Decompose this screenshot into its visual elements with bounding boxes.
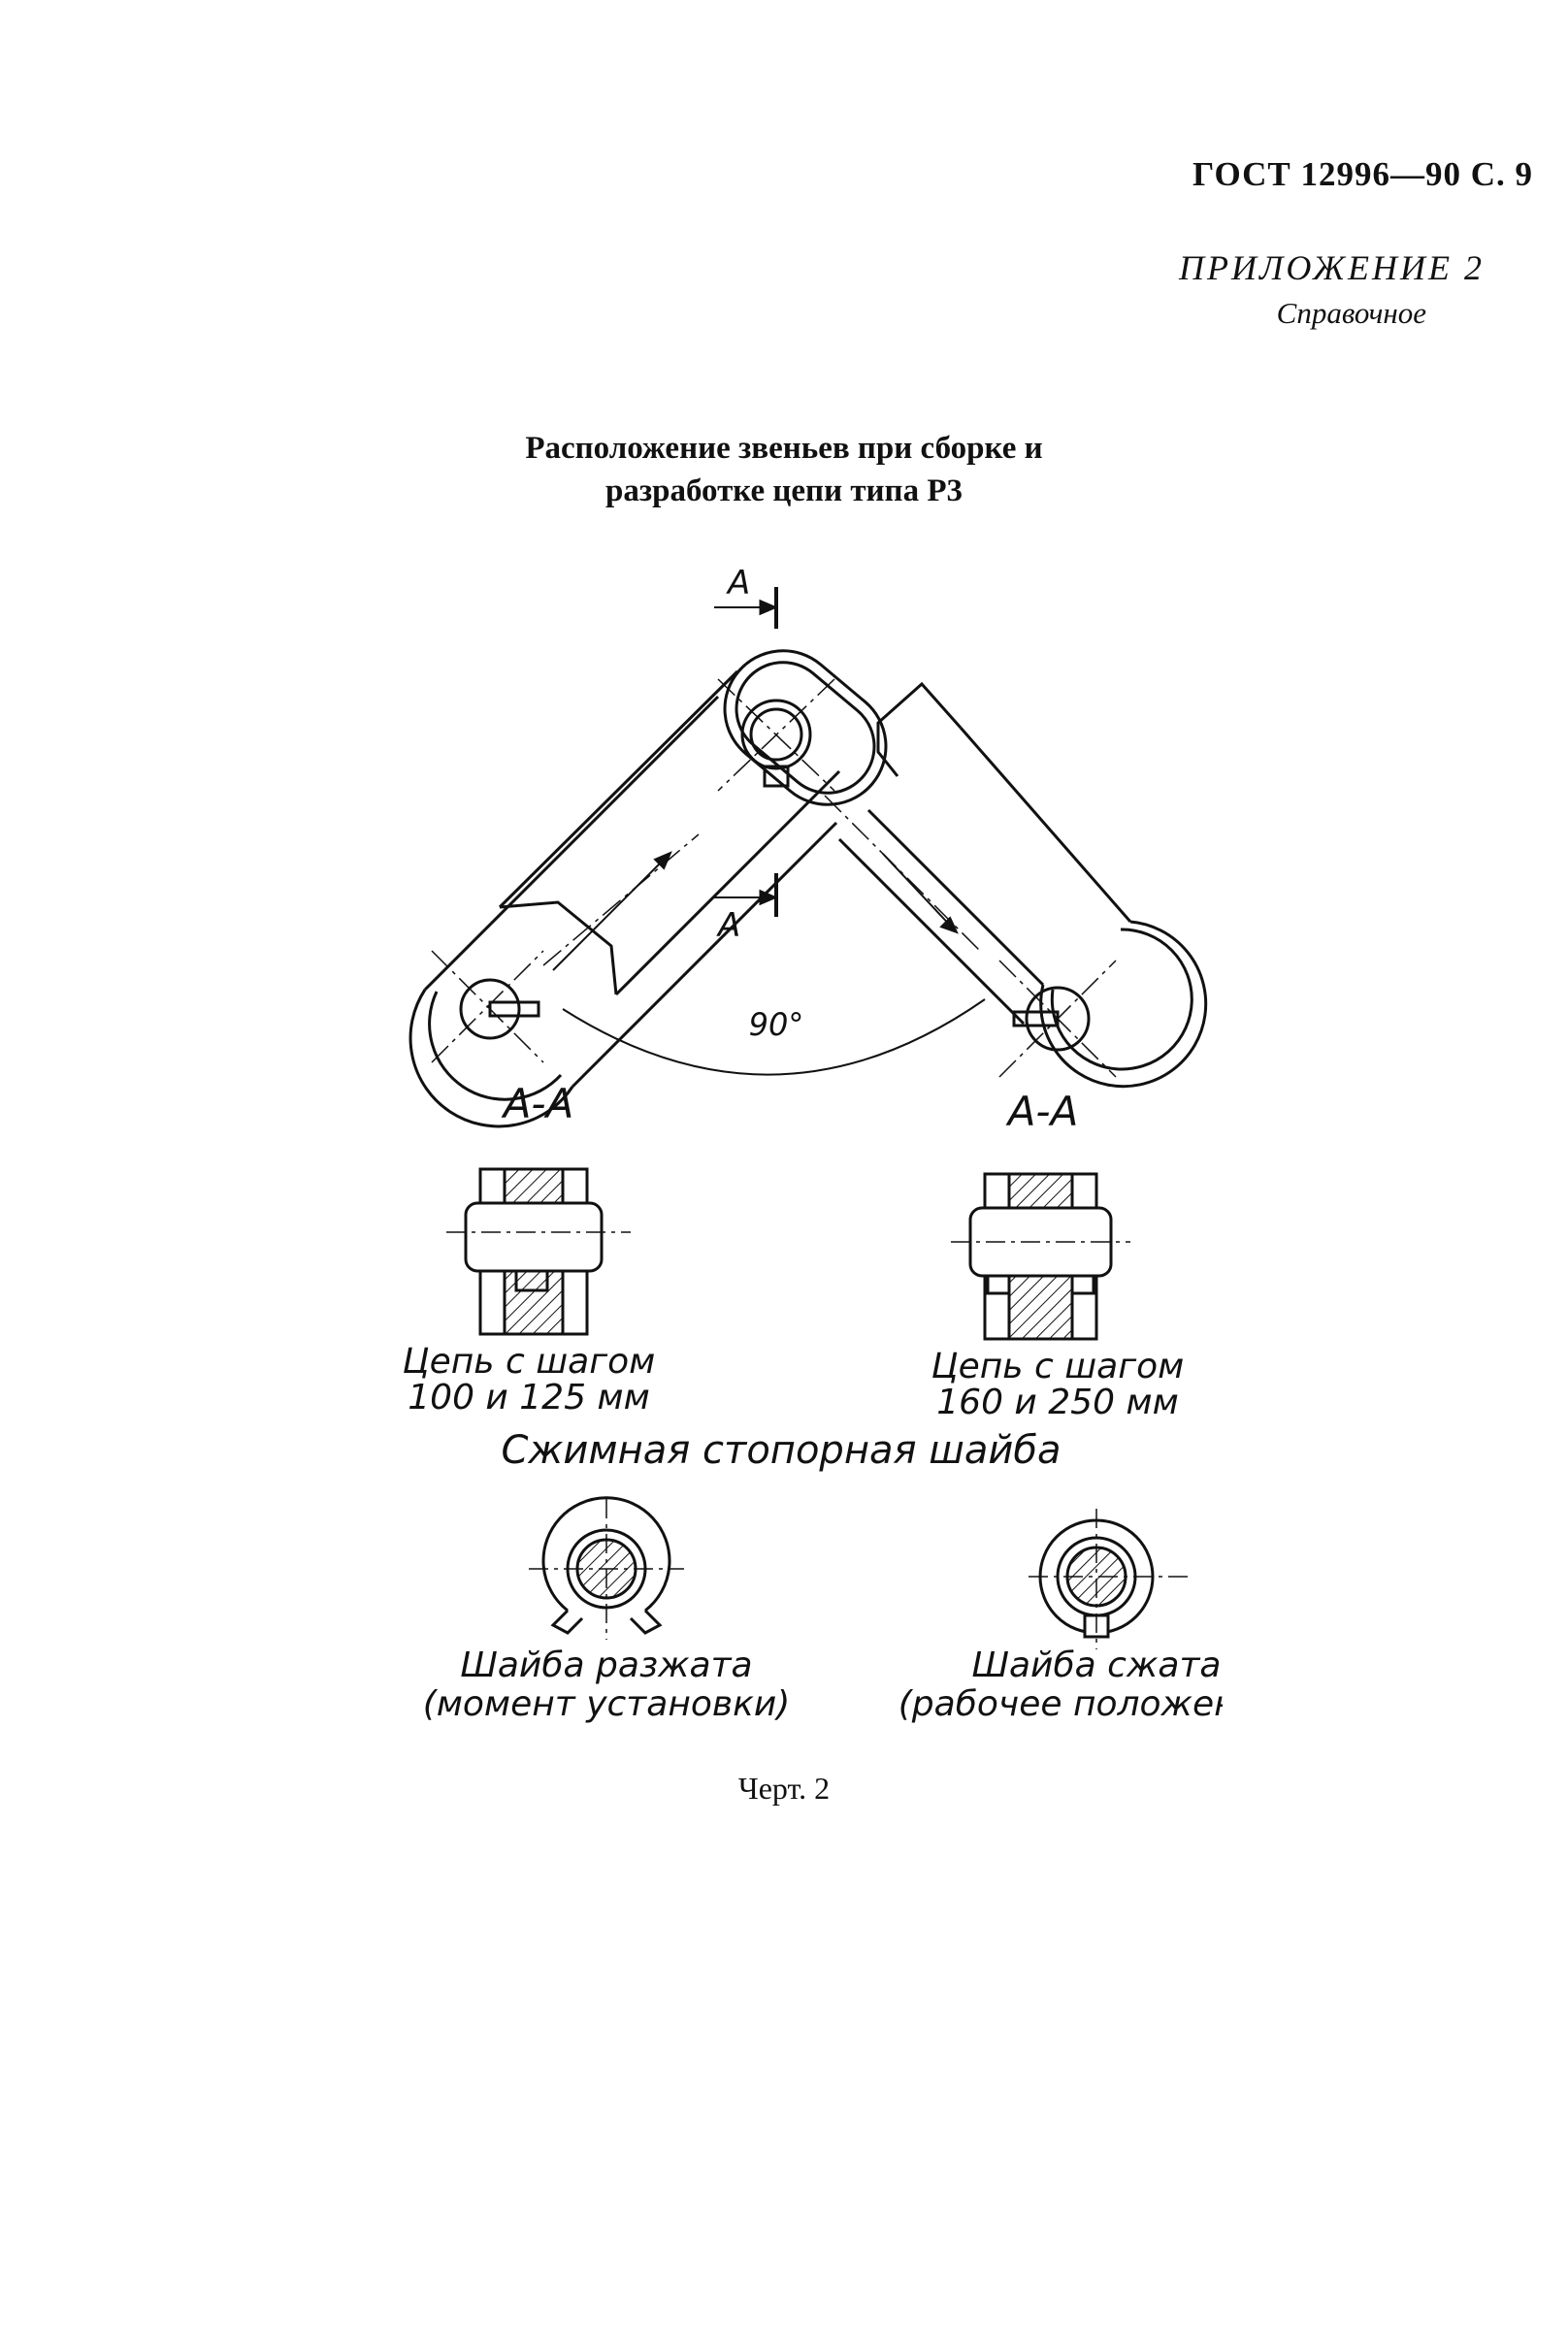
section-view-label-left: А-А (501, 1080, 574, 1127)
section-mark-label-bottom: А (716, 906, 740, 945)
figure-title: Расположение звеньев при сборке и разраб… (0, 427, 1568, 512)
left-chain-label-2: 100 и 125 мм (408, 1378, 649, 1417)
right-pin (1025, 986, 1091, 1052)
document-header: ГОСТ 12996—90 С. 9 (1192, 155, 1533, 193)
figure-caption: Черт. 2 (737, 1771, 831, 1806)
washer-closed (1029, 1509, 1189, 1649)
top-pin (740, 699, 812, 770)
left-chain-label-1: Цепь с шагом (403, 1342, 656, 1382)
figure-title-line-2: разработке цепи типа Р3 (605, 473, 963, 508)
chain-assembly-drawing: А А 90° А-А А-А Цепь с шагом 100 и 125 м… (403, 564, 1223, 1724)
washer-title: Сжимная стопорная шайба (501, 1428, 1061, 1473)
appendix-title: ПРИЛОЖЕНИЕ 2 (1179, 248, 1485, 287)
right-chain-label-2: 160 и 250 мм (936, 1383, 1178, 1422)
appendix-type: Справочное (1276, 296, 1426, 330)
right-chain-link (837, 681, 1208, 1089)
angle-arc (562, 998, 986, 1076)
section-mark-a (714, 587, 778, 917)
figure-title-line-1: Расположение звеньев при сборке и (525, 431, 1043, 466)
left-chain-link (408, 669, 841, 1128)
angle-label: 90° (749, 1006, 804, 1043)
washer-open-label-2: (момент установки) (423, 1684, 791, 1724)
washer-closed-label-1: Шайба сжата (972, 1645, 1222, 1685)
washer-closed-label-2: (рабочее положение) (898, 1684, 1223, 1724)
section-view-left (446, 1167, 631, 1336)
washer-open (529, 1496, 684, 1640)
right-chain-label-1: Цепь с шагом (931, 1347, 1185, 1386)
section-view-label-right: А-А (1005, 1088, 1079, 1135)
left-pin (459, 978, 521, 1040)
section-mark-label-top: А (726, 564, 750, 603)
washer-open-label-1: Шайба разжата (460, 1645, 752, 1685)
section-view-right (951, 1172, 1130, 1341)
top-chain-link (723, 649, 888, 806)
